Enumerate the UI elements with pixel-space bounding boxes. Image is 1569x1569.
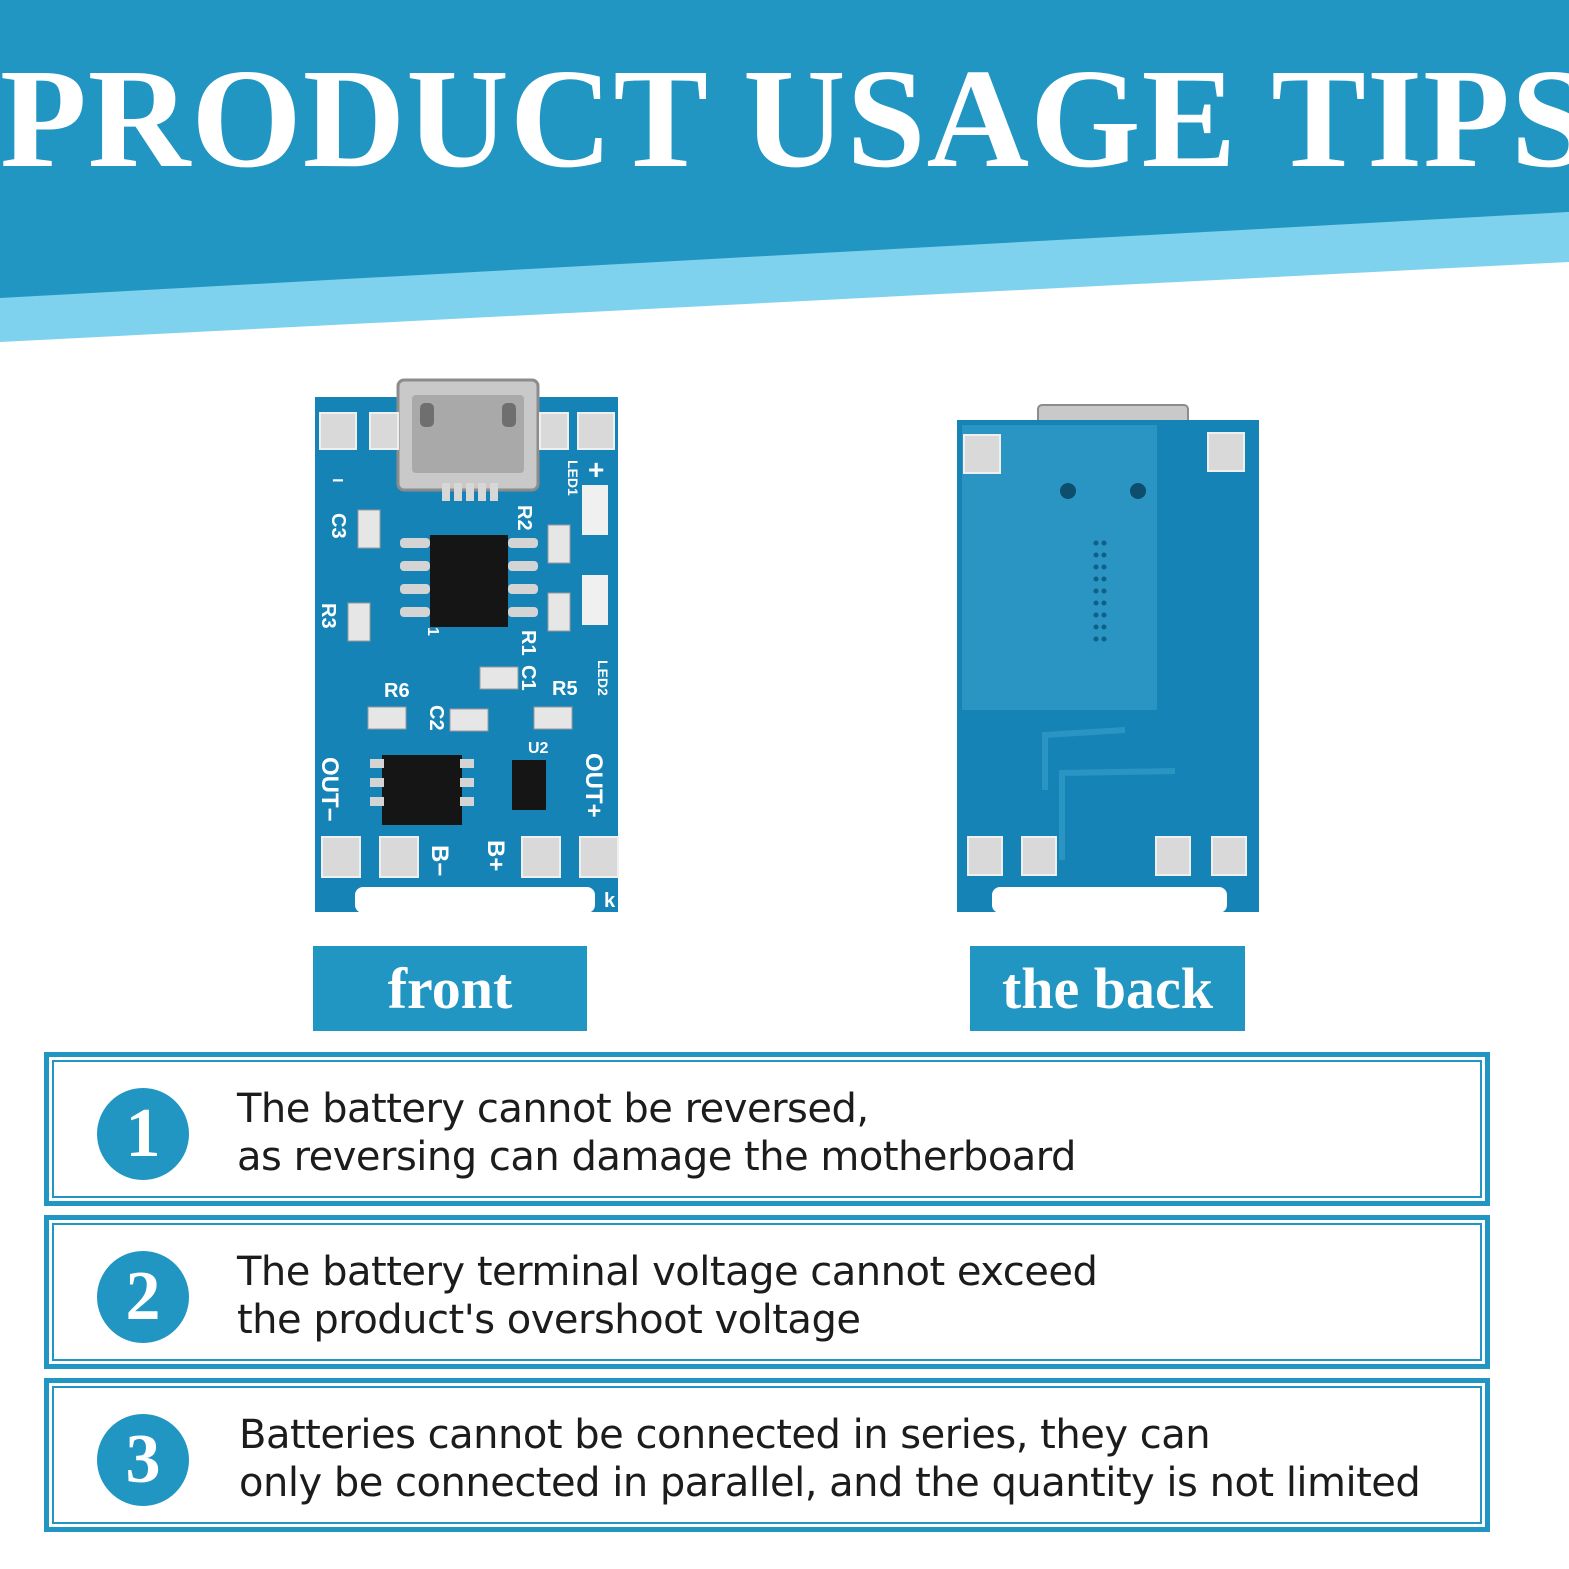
back-via-right [1130, 483, 1146, 499]
charger-ic-leads [400, 538, 538, 617]
banner-blue-background [0, 0, 1569, 298]
back-via-left [1060, 483, 1076, 499]
silk-out-minus: OUT− [316, 757, 343, 822]
protection-ic-leads [370, 759, 474, 806]
tip-box-3: 3 Batteries cannot be connected in serie… [44, 1378, 1490, 1532]
silk-b-plus: B+ [482, 840, 509, 871]
silk-r3: R3 [317, 603, 339, 629]
tip-box-1: 1 The battery cannot be reversed, as rev… [44, 1052, 1490, 1206]
tip-number-badge: 2 [97, 1251, 189, 1343]
tip-line-1: The battery terminal voltage cannot exce… [237, 1249, 1098, 1295]
silk-r6: R6 [384, 680, 410, 702]
tip-text: The battery terminal voltage cannot exce… [237, 1248, 1457, 1344]
silk-r1: R1 [517, 630, 539, 656]
tip-line-1: The battery cannot be reversed, [237, 1086, 869, 1132]
micro-usb-connector [396, 378, 540, 501]
back-board-image [957, 404, 1259, 913]
back-traces [1042, 727, 1176, 860]
silk-c2: C2 [425, 705, 447, 731]
back-top-pads [963, 432, 1245, 474]
silk-r5: R5 [552, 678, 578, 700]
silk-led1: LED1 [565, 460, 581, 496]
tip-text: The battery cannot be reversed, as rever… [237, 1085, 1457, 1181]
tip-number-badge: 3 [97, 1414, 189, 1506]
front-smd-components [347, 485, 608, 732]
front-pcb-bottom-notch [355, 887, 595, 913]
tip-text: Batteries cannot be connected in series,… [239, 1411, 1459, 1507]
tip-number-badge: 1 [97, 1088, 189, 1180]
silk-plus: + [588, 454, 604, 485]
silk-minus: − [332, 470, 344, 492]
page-title: PRODUCT USAGE TIPS [0, 39, 1569, 197]
tip-line-1: Batteries cannot be connected in series,… [239, 1412, 1211, 1458]
front-board-image: − + C3 R3 R2 LED1 R1 C1 LED2 1 R6 R5 C2 … [315, 378, 619, 913]
back-pcb-bottom-notch [992, 887, 1227, 913]
tip-line-2: only be connected in parallel, and the q… [239, 1460, 1421, 1506]
silk-r2: R2 [513, 505, 535, 531]
silk-k: k [604, 890, 616, 912]
protection-ic [382, 755, 462, 825]
front-bottom-pads [321, 836, 619, 878]
back-label: the back [970, 946, 1245, 1031]
silk-c1: C1 [517, 665, 539, 691]
back-bottom-pads [967, 836, 1247, 876]
tip-line-2: the product's overshoot voltage [237, 1297, 861, 1343]
back-via-array [1093, 540, 1107, 642]
silk-c3: C3 [327, 513, 349, 539]
front-label: front [313, 946, 587, 1031]
header-banner [0, 0, 1569, 342]
silk-led2: LED2 [595, 660, 611, 696]
silk-pin1: 1 [424, 627, 441, 636]
mosfet-u2 [512, 760, 546, 810]
banner-light-stripe [0, 212, 1569, 342]
tip-line-2: as reversing can damage the motherboard [237, 1134, 1076, 1180]
silk-b-minus: B− [426, 845, 453, 876]
front-top-pads [319, 412, 615, 450]
charger-ic [430, 535, 508, 627]
silk-u2: U2 [528, 740, 549, 757]
tip-box-2: 2 The battery terminal voltage cannot ex… [44, 1215, 1490, 1369]
silk-out-plus: OUT+ [580, 753, 607, 818]
